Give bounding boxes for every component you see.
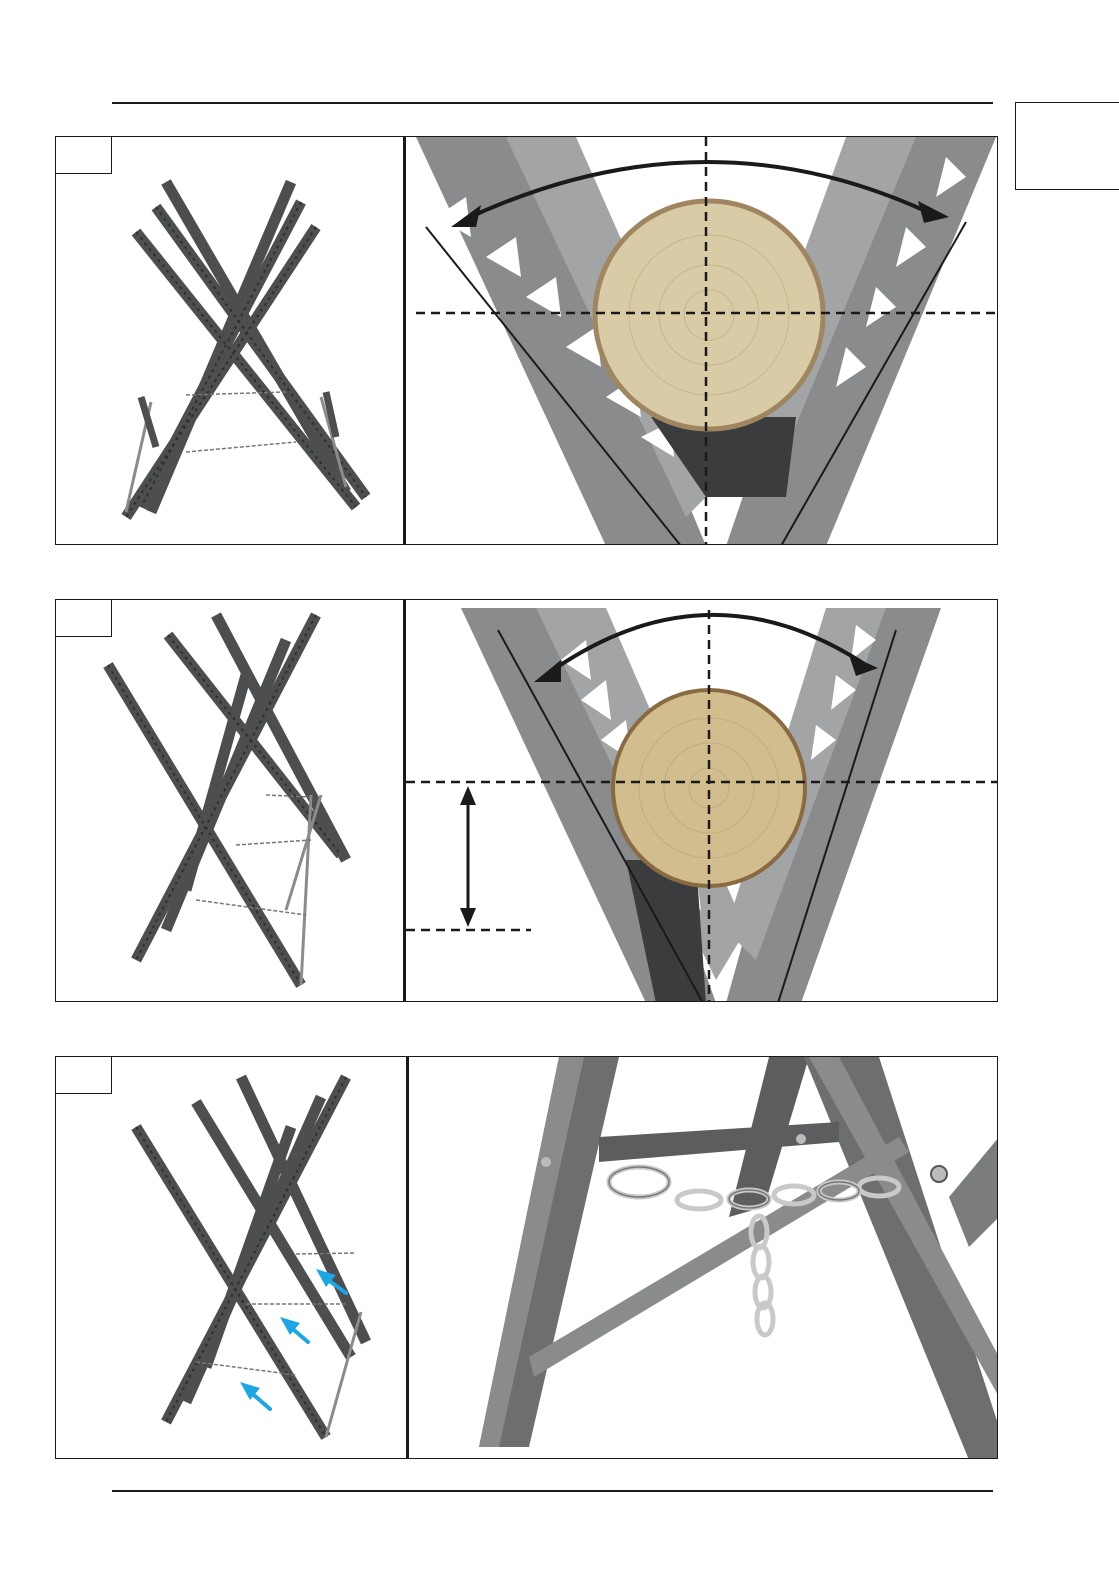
sawhorse-illustration <box>56 600 403 1001</box>
side-tab <box>1015 102 1119 190</box>
figure-number-box <box>56 1057 112 1094</box>
figure-number-box <box>56 600 112 637</box>
figure-number-box <box>56 137 112 174</box>
figure-1 <box>55 136 998 545</box>
sawhorse-illustration <box>56 1057 406 1458</box>
bottom-rule <box>112 1490 993 1492</box>
log-cradle-illustration <box>406 600 997 1001</box>
chain-detail-illustration <box>409 1057 997 1458</box>
log-cradle-illustration <box>406 137 997 544</box>
sawhorse-illustration <box>56 137 403 544</box>
figure-3 <box>55 1056 998 1459</box>
top-rule <box>112 102 993 104</box>
figure-2 <box>55 599 998 1002</box>
